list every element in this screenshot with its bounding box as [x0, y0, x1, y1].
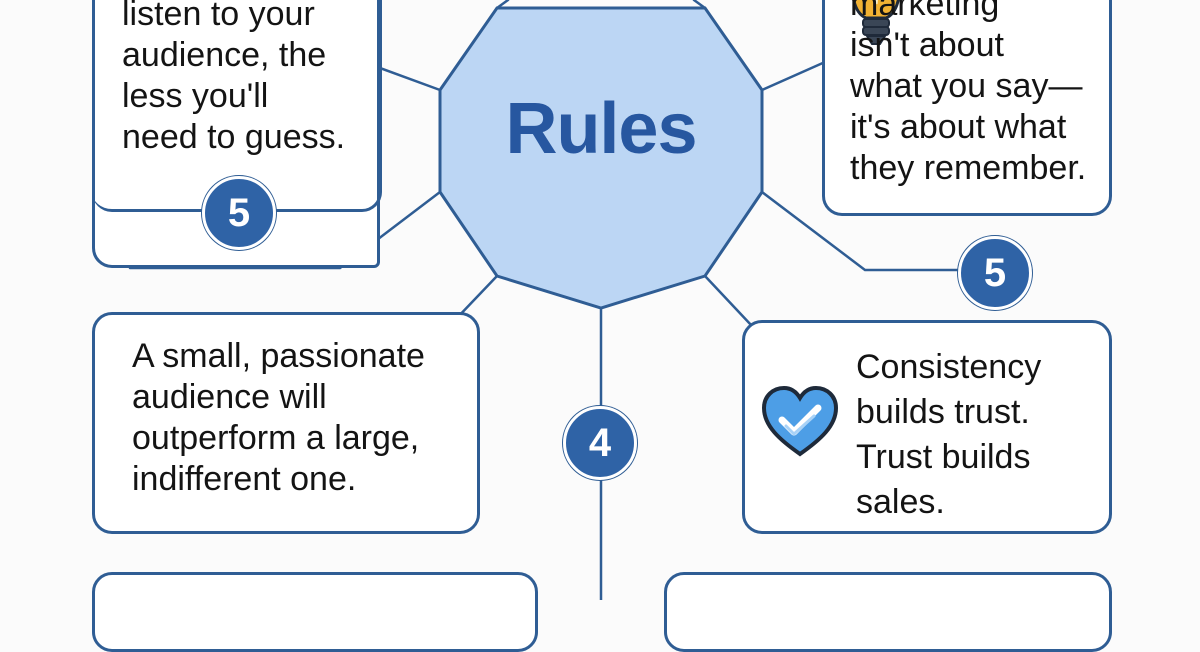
- connector-top-left-upper: [378, 66, 442, 92]
- rule-card-bottom-right: [664, 572, 1112, 652]
- rule-text-mid-right: Consistency builds trust. Trust builds s…: [856, 348, 1042, 521]
- rule-text-mid-left: A small, passionate audience will outper…: [132, 337, 425, 498]
- connector-top-right-upper: [760, 60, 827, 92]
- hub-title: Rules: [505, 89, 697, 169]
- rule-card-bottom-left: [92, 572, 538, 652]
- badge-top-left: 5: [202, 176, 276, 250]
- rule-text-top-left: listen to your audience, the less you'll…: [122, 0, 346, 156]
- connector-top-right-lower: [760, 190, 962, 272]
- rules-hub: [438, 6, 764, 310]
- rule-card-mid-left: [92, 312, 480, 534]
- connector-top-left-lower: [128, 190, 442, 270]
- rule-text-top-right: marketing isn't about what you say— it's…: [850, 0, 1087, 187]
- heart-check-icon: [760, 382, 840, 467]
- connector-layer: [128, 0, 962, 600]
- badge-top-right: 5: [958, 236, 1032, 310]
- badge-center: 4: [563, 406, 637, 480]
- connector-mid-right: [703, 274, 754, 328]
- lightbulb-icon: [846, 0, 906, 65]
